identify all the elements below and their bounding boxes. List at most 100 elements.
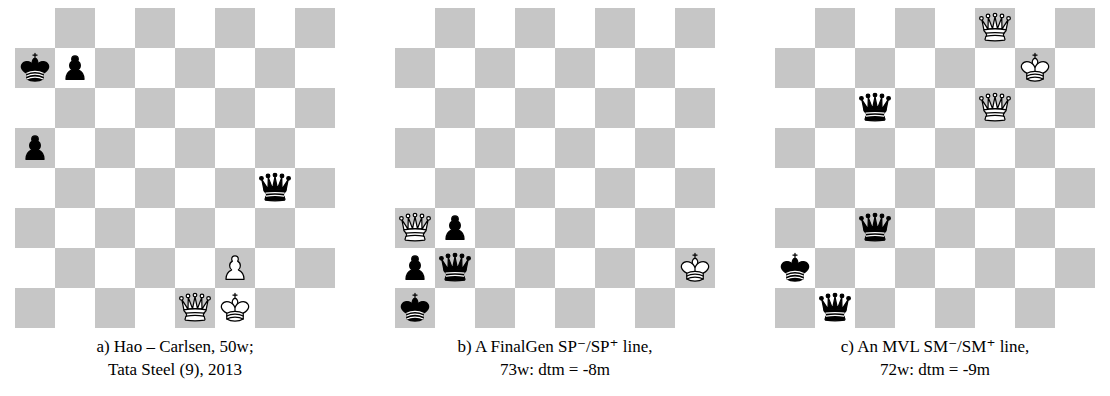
board-square bbox=[395, 48, 435, 88]
piece-outline bbox=[446, 216, 464, 239]
piece-outline bbox=[1021, 62, 1048, 81]
board-square bbox=[815, 248, 855, 288]
board-square bbox=[255, 88, 295, 128]
board-square bbox=[255, 48, 295, 88]
crown-ball bbox=[420, 214, 424, 218]
piece-outline bbox=[26, 136, 44, 159]
black-pawn bbox=[406, 256, 424, 279]
board-square bbox=[15, 208, 55, 248]
crown-ball bbox=[440, 257, 444, 261]
black-pawn bbox=[446, 216, 464, 239]
piece-outline bbox=[184, 309, 206, 321]
piece-outline bbox=[262, 177, 288, 190]
board-square bbox=[1055, 208, 1095, 248]
caption-text: 73w: dtm = -8m bbox=[500, 359, 610, 380]
white-queen bbox=[980, 13, 1011, 41]
crown-ball bbox=[840, 294, 844, 298]
caption-text: c) An MVL SM⁻/SM⁺ line, bbox=[841, 336, 1030, 357]
crown-ball bbox=[207, 297, 211, 301]
board-square bbox=[55, 208, 95, 248]
board-square bbox=[255, 168, 295, 208]
board-square bbox=[975, 48, 1015, 88]
board-square bbox=[475, 208, 515, 248]
board-square bbox=[95, 208, 135, 248]
board-square bbox=[855, 128, 895, 168]
board-square bbox=[675, 128, 715, 168]
board-square bbox=[255, 288, 295, 328]
board-square bbox=[815, 88, 855, 128]
crown-ball bbox=[873, 213, 877, 217]
piece-outline bbox=[221, 302, 248, 321]
board-square bbox=[935, 168, 975, 208]
board-square bbox=[395, 208, 435, 248]
crown-ball bbox=[273, 173, 277, 177]
black-king bbox=[401, 293, 428, 321]
crown-ball bbox=[993, 93, 997, 97]
black-pawn bbox=[26, 136, 44, 159]
piece-outline bbox=[406, 256, 424, 279]
board-square bbox=[135, 248, 175, 288]
board-square bbox=[475, 248, 515, 288]
board-square bbox=[895, 48, 935, 88]
board-square bbox=[855, 8, 895, 48]
board-square bbox=[1055, 248, 1095, 288]
board-square bbox=[395, 288, 435, 328]
board-square bbox=[435, 288, 475, 328]
crown-ball bbox=[1000, 94, 1004, 98]
piece-outline bbox=[66, 56, 84, 79]
crown-ball bbox=[186, 294, 190, 298]
piece-outline bbox=[1027, 71, 1043, 79]
white-king bbox=[221, 293, 248, 321]
crown-ball bbox=[847, 297, 851, 301]
board-square bbox=[635, 288, 675, 328]
board-square bbox=[395, 128, 435, 168]
board-square bbox=[555, 48, 595, 88]
black-queen bbox=[260, 173, 291, 201]
board-square bbox=[435, 88, 475, 128]
piece-outline bbox=[781, 262, 808, 281]
piece-outline bbox=[822, 297, 848, 310]
board-square bbox=[15, 248, 55, 288]
board-square bbox=[55, 48, 95, 88]
piece-outline bbox=[182, 297, 208, 310]
board-square bbox=[295, 8, 335, 48]
board-square bbox=[175, 48, 215, 88]
piece-outline bbox=[862, 217, 888, 230]
board-square bbox=[1015, 248, 1055, 288]
black-pawn bbox=[66, 56, 84, 79]
crown-ball bbox=[986, 94, 990, 98]
black-queen bbox=[440, 253, 471, 281]
board-square bbox=[515, 248, 555, 288]
piece-outline bbox=[226, 256, 244, 279]
board-square bbox=[295, 208, 335, 248]
board-square bbox=[935, 248, 975, 288]
board-square bbox=[395, 88, 435, 128]
board-square bbox=[435, 248, 475, 288]
piece-outline bbox=[982, 17, 1008, 30]
piece-outline bbox=[866, 113, 884, 116]
board-square bbox=[215, 88, 255, 128]
board-square bbox=[55, 8, 95, 48]
board-square bbox=[395, 248, 435, 288]
board-square bbox=[295, 88, 335, 128]
crown-ball bbox=[820, 297, 824, 301]
board-square bbox=[395, 168, 435, 208]
piece-outline bbox=[186, 313, 204, 316]
board-square bbox=[295, 288, 335, 328]
board-square bbox=[435, 8, 475, 48]
board-square bbox=[675, 8, 715, 48]
board-square bbox=[775, 8, 815, 48]
board-square bbox=[435, 208, 475, 248]
chess-board bbox=[395, 8, 715, 328]
board-square bbox=[215, 168, 255, 208]
piece-outline bbox=[233, 293, 237, 298]
board-square bbox=[855, 208, 895, 248]
board-square bbox=[435, 168, 475, 208]
board-square bbox=[1015, 208, 1055, 248]
board-square bbox=[15, 48, 55, 88]
board-square bbox=[815, 168, 855, 208]
board-square bbox=[675, 168, 715, 208]
piece-outline bbox=[986, 113, 1004, 116]
board-square bbox=[935, 88, 975, 128]
